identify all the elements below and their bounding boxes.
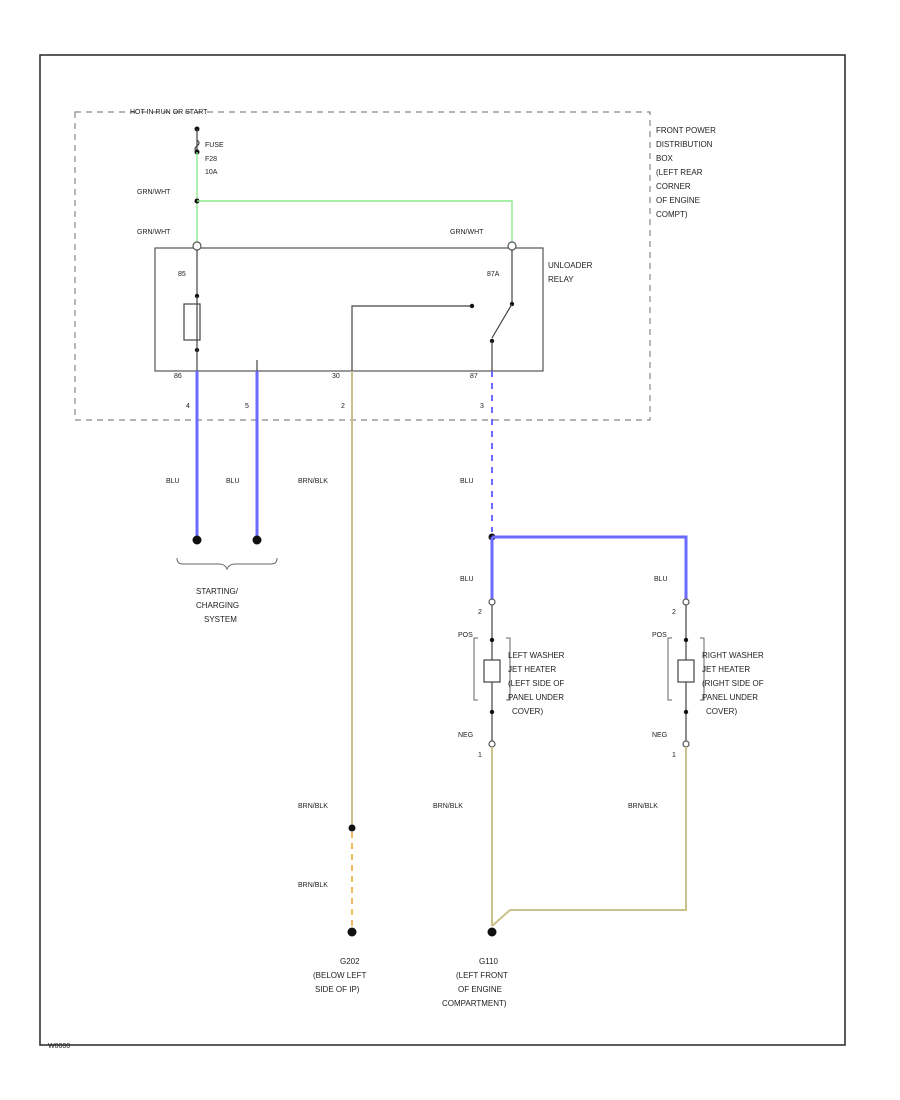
right-heater-label-5: COVER) xyxy=(706,707,737,716)
right-heater-label-3: (RIGHT SIDE OF xyxy=(702,679,764,688)
connector-label-right: GRN/WHT xyxy=(450,229,484,236)
left-heater-label-1: LEFT WASHER xyxy=(508,651,565,660)
right-heater-pin-2: 2 xyxy=(672,609,676,616)
hot-label: HOT IN RUN OR START xyxy=(130,109,208,116)
right-heater-connector-bottom xyxy=(682,740,690,748)
pdb-label-7: COMPT) xyxy=(656,210,688,219)
starting-system-label-2: CHARGING xyxy=(196,601,239,610)
ground-g202-label-2: (BELOW LEFT xyxy=(313,971,366,980)
blu-wire-2-end xyxy=(252,535,262,545)
connector-label-left: GRN/WHT xyxy=(137,229,171,236)
relay-pin-87-label: 30 xyxy=(332,373,340,380)
relay-pin-30-label: 87A xyxy=(487,271,500,278)
right-heater-label-2: JET HEATER xyxy=(702,665,750,674)
right-heater-neg-terminal xyxy=(683,709,689,715)
left-heater-pos-terminal xyxy=(489,637,495,643)
ground-g110-label-2: (LEFT FRONT xyxy=(456,971,508,980)
fuse-number: F28 xyxy=(205,156,217,163)
diagram-frame xyxy=(39,54,846,1046)
blu-wire-2-label: BLU xyxy=(226,478,240,485)
right-heater-pin-1: 1 xyxy=(672,752,676,759)
relay-pin-30b-label: 87 xyxy=(470,373,478,380)
left-heater-connector-top xyxy=(488,598,496,606)
relay-name-line-2: RELAY xyxy=(548,275,574,284)
relay-87a-contact xyxy=(469,303,475,309)
left-heater-connector-bottom xyxy=(488,740,496,748)
unloader-relay-box xyxy=(154,247,544,372)
pdb-label-4: (LEFT REAR xyxy=(656,168,703,177)
brnblk-wire-2-label: BRN/BLK xyxy=(298,803,328,810)
cavity-5-label: 5 xyxy=(245,403,249,410)
left-heater-neg-terminal xyxy=(489,709,495,715)
connector-label-top: GRN/WHT xyxy=(137,189,171,196)
pdb-label-5: CORNER xyxy=(656,182,691,191)
right-heater-pos-terminal xyxy=(683,637,689,643)
relay-87a-wire xyxy=(351,305,472,371)
left-heater-pos-label: POS xyxy=(458,632,473,639)
brnblk-wire-3-label: BRN/BLK xyxy=(298,882,328,889)
relay-name-line-1: UNLOADER xyxy=(548,261,593,270)
blu-wire-5-label: BLU xyxy=(654,576,668,583)
ground-g202-label-1: G202 xyxy=(340,957,360,966)
cavity-4-label: 4 xyxy=(186,403,190,410)
relay-connector-right xyxy=(507,241,517,251)
brnblk-wire-1-label: BRN/BLK xyxy=(298,478,328,485)
pdb-label-3: BOX xyxy=(656,154,674,163)
left-heater-pin-1: 1 xyxy=(478,752,482,759)
cavity-2-label: 2 xyxy=(341,403,345,410)
left-heater-pin-2: 2 xyxy=(478,609,482,616)
starting-system-label-3: SYSTEM xyxy=(204,615,237,624)
cavity-3-label: 3 xyxy=(480,403,484,410)
blu-wire-1-end xyxy=(192,535,202,545)
fuse-rating: 10A xyxy=(205,169,218,176)
brnblk-splice-g202 xyxy=(348,824,356,832)
ground-g110-dot xyxy=(487,927,497,937)
pdb-label-6: OF ENGINE xyxy=(656,196,700,205)
relay-coil-icon xyxy=(183,303,201,341)
left-heater-label-2: JET HEATER xyxy=(508,665,556,674)
brnblk-wire-5-label: BRN/BLK xyxy=(628,803,658,810)
starting-system-brace xyxy=(176,557,278,571)
relay-switch-arm xyxy=(491,303,513,339)
left-heater-element-icon xyxy=(483,659,501,683)
left-heater-label-5: COVER) xyxy=(512,707,543,716)
right-heater-label-4: PANEL UNDER xyxy=(702,693,758,702)
right-heater-element-icon xyxy=(677,659,695,683)
relay-connector-left xyxy=(192,241,202,251)
diagram-footer-id: W0000 xyxy=(48,1043,70,1050)
power-distribution-box-outline xyxy=(74,111,651,421)
relay-pin-85-label: 85 xyxy=(178,271,186,278)
brnblk-wire-4-label: BRN/BLK xyxy=(433,803,463,810)
pdb-label-1: FRONT POWER xyxy=(656,126,716,135)
right-heater-bracket xyxy=(667,637,705,701)
ground-g202-dot xyxy=(347,927,357,937)
relay-pin-86-label: 86 xyxy=(174,373,182,380)
blu-wire-3-label: BLU xyxy=(460,478,474,485)
left-heater-label-4: PANEL UNDER xyxy=(508,693,564,702)
ground-g110-label-4: COMPARTMENT) xyxy=(442,999,507,1008)
pdb-label-2: DISTRIBUTION xyxy=(656,140,713,149)
ground-g202-label-3: SIDE OF IP) xyxy=(315,985,360,994)
right-heater-connector-top xyxy=(682,598,690,606)
right-heater-pos-label: POS xyxy=(652,632,667,639)
ground-g110-label-1: G110 xyxy=(479,957,499,966)
fuse-label: FUSE xyxy=(205,142,224,149)
right-heater-neg-label: NEG xyxy=(652,732,667,739)
green-wire-to-relay-30 xyxy=(197,200,513,244)
ground-g110-label-3: OF ENGINE xyxy=(458,985,502,994)
left-heater-label-3: (LEFT SIDE OF xyxy=(508,679,564,688)
left-heater-neg-label: NEG xyxy=(458,732,473,739)
blu-wire-to-right-heater xyxy=(492,535,688,600)
right-heater-label-1: RIGHT WASHER xyxy=(702,651,764,660)
starting-system-label-1: STARTING/ xyxy=(196,587,239,596)
left-heater-bracket xyxy=(473,637,511,701)
right-heater-ground-wire xyxy=(491,747,687,927)
blu-wire-1-label: BLU xyxy=(166,478,180,485)
blu-wire-4-label: BLU xyxy=(460,576,474,583)
